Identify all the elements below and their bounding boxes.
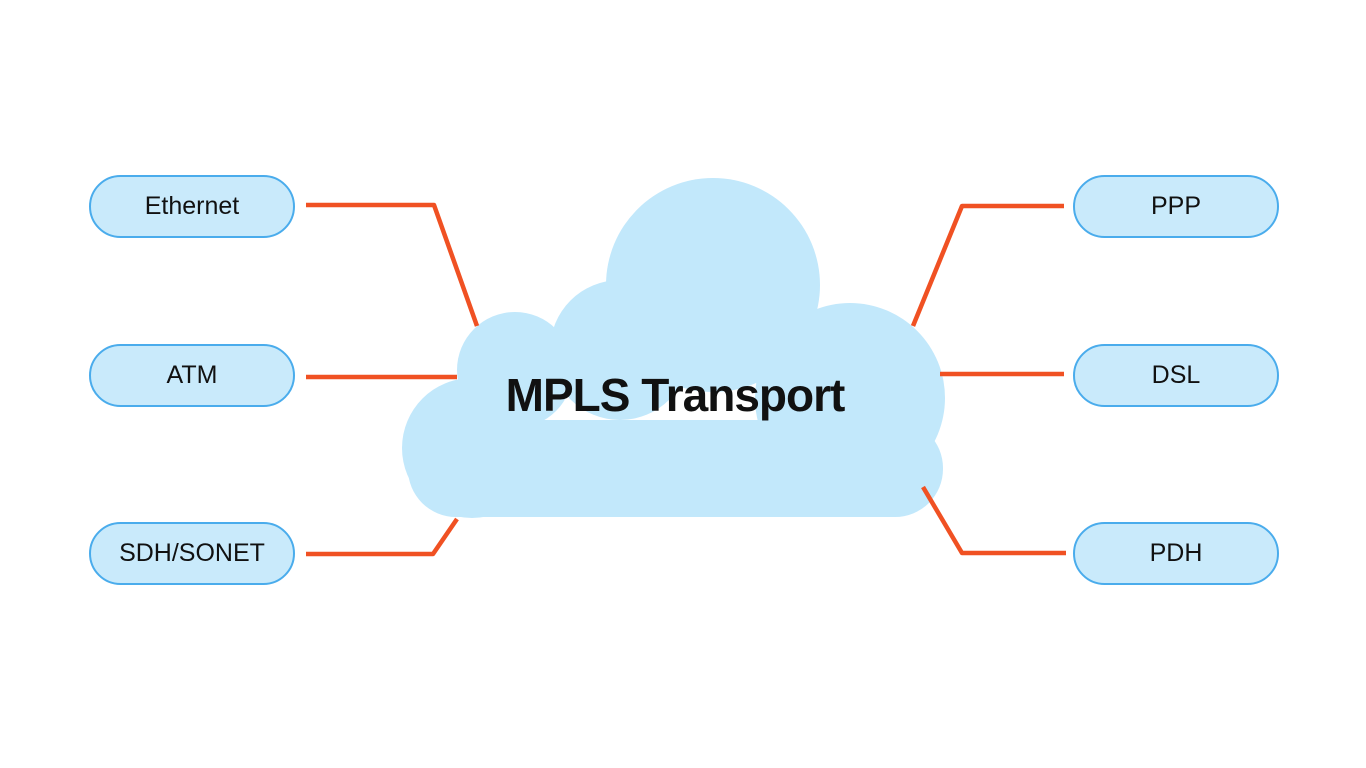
node-dsl: DSL xyxy=(1073,344,1279,407)
node-dsl-label: DSL xyxy=(1151,361,1201,389)
node-sdh-sonet-label: SDH/SONET xyxy=(119,539,265,567)
node-sdh-sonet: SDH/SONET xyxy=(89,522,295,585)
node-ethernet-label: Ethernet xyxy=(144,192,240,220)
node-ppp-label: PPP xyxy=(1150,192,1202,220)
connector-ethernet xyxy=(306,202,480,327)
node-atm: ATM xyxy=(89,344,295,407)
node-pdh-label: PDH xyxy=(1149,539,1203,567)
cloud-title: MPLS Transport xyxy=(505,369,846,421)
mpls-cloud-shape xyxy=(402,178,945,518)
connector-ppp xyxy=(910,203,1064,327)
connector-sdh-sonet xyxy=(306,517,459,557)
connector-pdh xyxy=(921,485,1066,556)
node-pdh: PDH xyxy=(1073,522,1279,585)
node-atm-label: ATM xyxy=(166,361,218,389)
node-ethernet: Ethernet xyxy=(89,175,295,238)
node-ppp: PPP xyxy=(1073,175,1279,238)
